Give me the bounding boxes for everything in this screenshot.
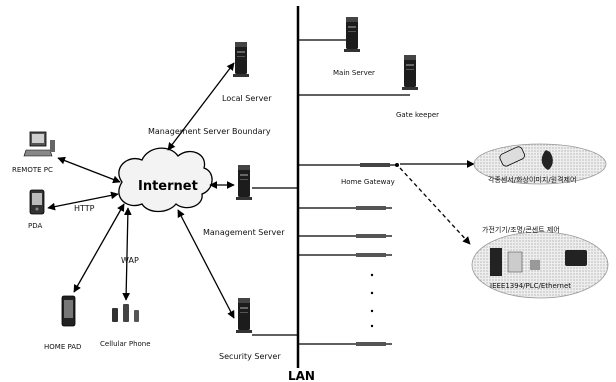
gate-keeper-icon <box>402 55 418 90</box>
appliance-icon <box>490 248 502 276</box>
arrow-internet-local <box>167 62 235 151</box>
gate-keeper-label: Gate keeper <box>396 111 439 119</box>
appliances-label: 가전기기/조명/콘센트 제어 <box>482 225 560 234</box>
ellipsis-dots <box>370 273 374 328</box>
arrow-internet-security <box>177 209 235 319</box>
sensors-cluster <box>473 143 607 185</box>
lan-drop-2 <box>298 234 392 238</box>
network-types-label: IEEE1394/PLC/Ethernet <box>490 282 571 290</box>
remote-pc-icon <box>23 131 55 157</box>
arrow-internet-remote-pc <box>57 156 121 184</box>
security-server-label: Security Server <box>219 352 281 361</box>
http-label: HTTP <box>74 204 95 213</box>
management-server-label: Management Server <box>203 228 285 237</box>
wap-label: WAP <box>121 256 139 265</box>
home-pad-label: HOME PAD <box>44 343 81 351</box>
sensor-icon <box>541 150 553 170</box>
local-server-icon <box>233 42 249 77</box>
internet-cloud: Internet <box>118 147 213 213</box>
internet-label: Internet <box>138 179 198 194</box>
home-gateway-device <box>298 163 399 167</box>
cellular-phone-label: Cellular Phone <box>100 340 151 348</box>
lan-drop-1 <box>298 206 392 210</box>
controller-icon <box>565 250 587 266</box>
main-server-label: Main Server <box>333 69 375 77</box>
arrow-internet-home-pad <box>73 203 125 293</box>
lan-drop-3 <box>298 253 392 257</box>
sensors-label: 각종센서/화상이미지/원격제어 <box>488 175 576 184</box>
security-server-icon <box>236 298 252 333</box>
management-server-icon <box>236 165 252 200</box>
cellular-phone-icon <box>112 304 139 322</box>
home-pad-icon <box>61 295 76 327</box>
local-server-label: Local Server <box>222 94 272 103</box>
remote-pc-label: REMOTE PC <box>12 166 53 174</box>
light-icon <box>507 251 523 273</box>
arrow-internet-cellular <box>122 207 132 301</box>
arrow-internet-pda <box>47 191 119 211</box>
pda-icon <box>29 189 45 215</box>
main-server-icon <box>344 17 360 52</box>
lan-drop-4 <box>298 342 392 346</box>
outlet-icon <box>530 260 540 270</box>
arrow-gateway-appliances <box>399 167 471 245</box>
camera-icon <box>499 146 525 167</box>
appliances-cluster <box>471 231 609 299</box>
lan-label: LAN <box>288 369 315 382</box>
home-gateway-label: Home Gateway <box>341 178 395 186</box>
boundary-label: Management Server Boundary <box>148 127 271 136</box>
pda-label: PDA <box>28 222 42 230</box>
